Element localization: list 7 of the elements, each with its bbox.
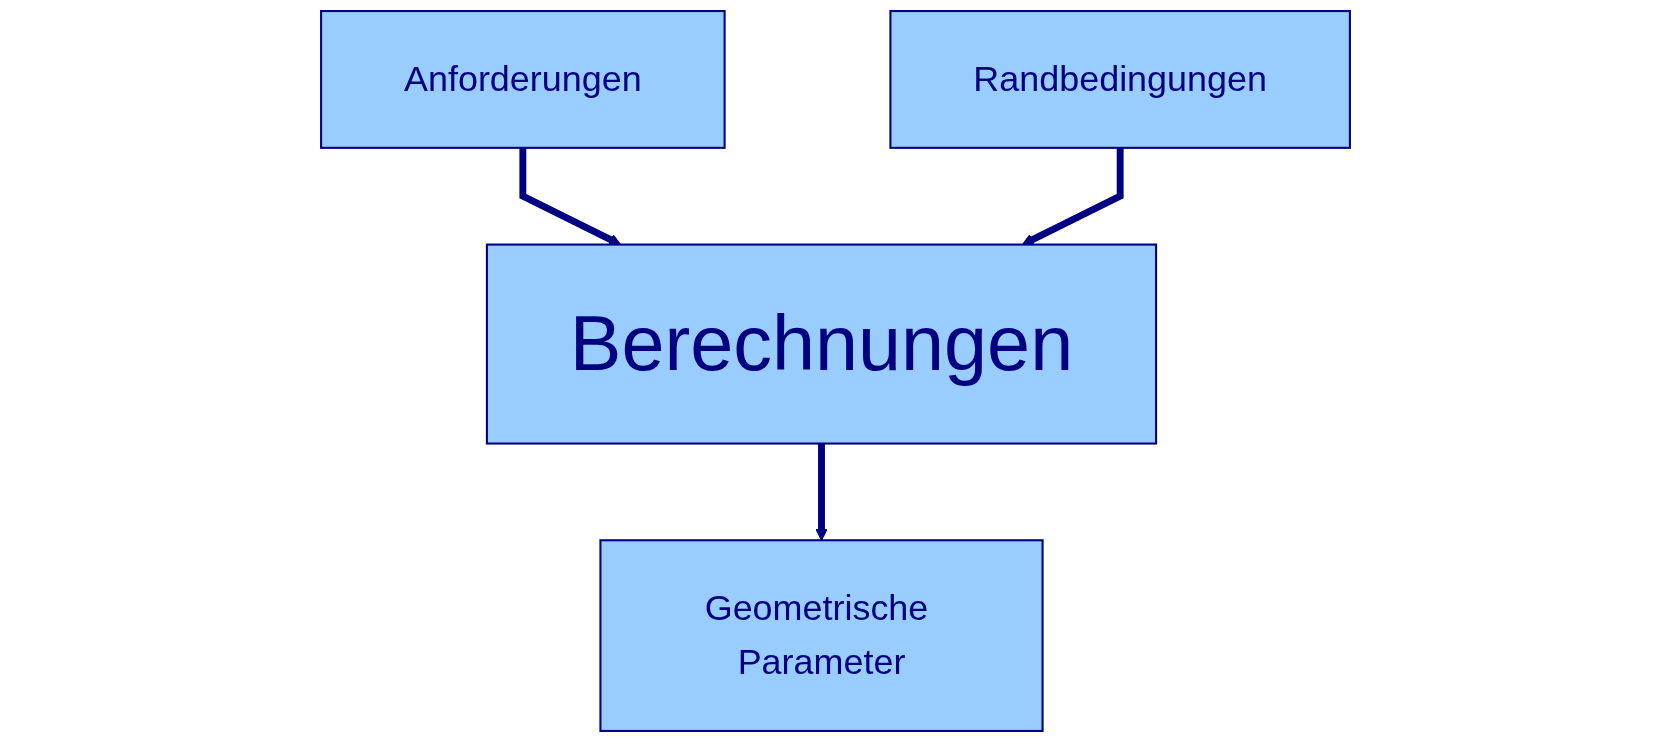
arrow: [815, 443, 828, 541]
arrow: [1021, 147, 1124, 246]
node-box: Berechnungen: [485, 243, 1158, 445]
arrow: [519, 147, 622, 246]
node-box: Geometrische Parameter: [599, 539, 1044, 732]
node-box: Randbedingungen: [889, 10, 1351, 149]
node-box: Anforderungen: [320, 10, 726, 149]
